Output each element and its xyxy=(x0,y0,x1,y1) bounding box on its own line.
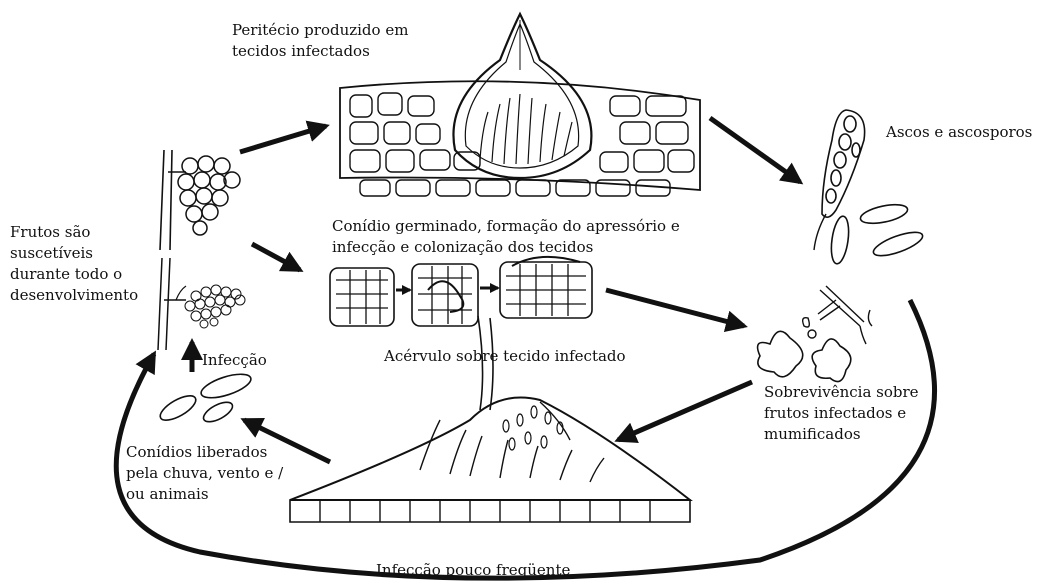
infection-label: Infecção xyxy=(202,350,267,371)
arrow-to-mummified xyxy=(606,290,744,326)
fruit-cluster-illustration xyxy=(158,150,245,350)
germination-illustration xyxy=(330,257,592,326)
rare-infection-label: Infecção pouco freqüente xyxy=(376,560,570,581)
acervulus-label: Acérvulo sobre tecido infectado xyxy=(384,346,626,367)
perithecium-label: Peritécio produzido em tecidos infectado… xyxy=(232,20,408,62)
released-conidia-illustration xyxy=(157,369,254,425)
arrow-to-perithecium xyxy=(240,126,326,152)
mummified-fruits-illustration xyxy=(758,286,872,382)
germination-label: Conídio germinado, formação do apressóri… xyxy=(332,216,680,258)
asci-label: Ascos e ascosporos xyxy=(886,122,1032,143)
arrow-to-germination xyxy=(252,244,300,270)
fruit-susceptibility-label: Frutos são suscetíveis durante todo o de… xyxy=(10,222,138,306)
conidia-release-label: Conídios liberados pela chuva, vento e /… xyxy=(126,442,283,505)
arrow-to-asci xyxy=(710,118,800,182)
survival-label: Sobrevivência sobre frutos infectados e … xyxy=(764,382,919,445)
arrow-to-acervulus xyxy=(618,382,752,440)
